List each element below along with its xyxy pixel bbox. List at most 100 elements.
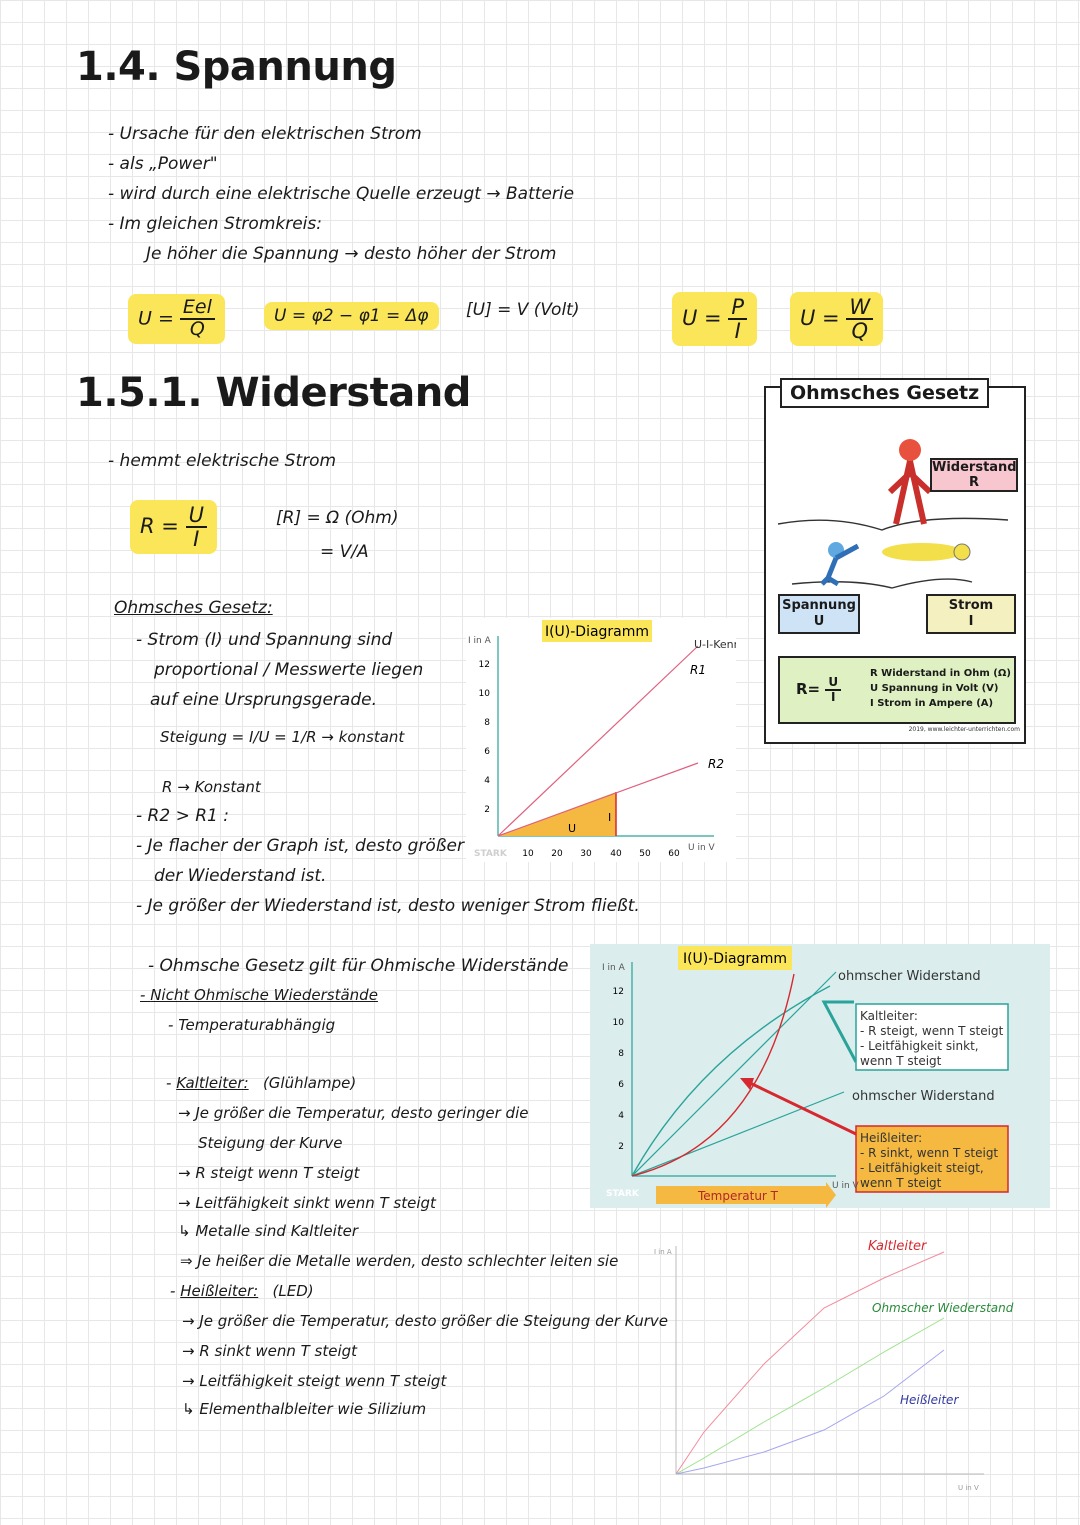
fraction-num: P bbox=[728, 296, 748, 321]
graph1-watermark: STARK bbox=[474, 849, 508, 859]
line-text: Ohmsche Gesetz gilt für Ohmische Widerst… bbox=[159, 956, 569, 976]
graph2-kalt-box bbox=[855, 1003, 1009, 1071]
graph2-kalt-text: wenn T steigt bbox=[860, 1054, 942, 1068]
graph1-ytick: 10 bbox=[479, 689, 491, 699]
graph1-xtick: 10 bbox=[522, 849, 534, 859]
fraction-den: I bbox=[831, 689, 836, 704]
ohm-heading: Ohmsches Gesetz: bbox=[114, 598, 273, 618]
graph1-r1-label: R1 bbox=[690, 663, 706, 677]
ohm-rconst: R → Konstant bbox=[162, 778, 261, 796]
unit-v-per-a: = V/A bbox=[320, 542, 369, 562]
ohm-poster-title: Ohmsches Gesetz bbox=[780, 378, 990, 408]
fraction-den: I bbox=[193, 527, 200, 552]
graph2-heiss-text: - R sinkt, wenn T steigt bbox=[860, 1146, 998, 1160]
graph2-kalt-text: Kaltleiter: bbox=[860, 1009, 918, 1023]
heiss-paren: (LED) bbox=[272, 1282, 314, 1300]
graph2-heissleiter-curve bbox=[631, 973, 795, 1177]
kalt-line3: → Leitfähigkeit sinkt wenn T steigt bbox=[178, 1194, 436, 1212]
graph2-ohm-label2: ohmscher Widerstand bbox=[852, 1089, 995, 1104]
resistor-body bbox=[887, 460, 933, 525]
bullet-text: hemmt elektrische Strom bbox=[119, 451, 337, 471]
widerstand-label: Widerstand bbox=[932, 460, 1017, 475]
graph3-x-axis-label: U in V bbox=[958, 1484, 979, 1492]
graph2-heiss-arrow bbox=[747, 1080, 857, 1136]
legend-r: R Widerstand in Ohm (Ω) bbox=[870, 668, 1011, 679]
graph2-ytick: 10 bbox=[613, 1018, 625, 1028]
kalt-line5: ⇒ Je heißer die Metalle werden, desto sc… bbox=[180, 1252, 619, 1270]
graph2-kalt-bracket bbox=[821, 1000, 858, 1063]
graph3-heiss-label: Heißleiter bbox=[900, 1393, 959, 1407]
kalt-heading: - Kaltleiter: (Glühlampe) bbox=[166, 1074, 357, 1092]
graph3-kalt-label: Kaltleiter bbox=[868, 1239, 928, 1254]
ohm-poster: Ohmsches Gesetz Widerstand R Spannung U … bbox=[764, 378, 1026, 744]
section-title-widerstand: 1.5.1. Widerstand bbox=[76, 370, 471, 416]
graph3-y-axis-label: I in A bbox=[654, 1248, 672, 1256]
formula-left: R= bbox=[796, 680, 821, 699]
ohm-line3: auf eine Ursprungsgerade. bbox=[150, 690, 377, 710]
ohm-flat2: der Wiederstand ist. bbox=[154, 866, 327, 886]
heiss-head: Heißleiter: bbox=[180, 1282, 259, 1300]
spannung-label: Spannung bbox=[782, 598, 856, 613]
graph3-sketch: I in A Kaltleiter Ohmscher Wiederstand H… bbox=[654, 1239, 1014, 1492]
graph2-heiss-arrowhead bbox=[740, 1078, 754, 1090]
line-text: Temperaturabhängig bbox=[178, 1016, 336, 1034]
heiss-line1: → Je größer die Temperatur, desto größer… bbox=[182, 1312, 668, 1330]
formula-left: R = bbox=[140, 514, 179, 539]
graph1-r2-label: R2 bbox=[708, 757, 724, 771]
voltage-body bbox=[820, 543, 860, 587]
ohm-more: - Je größer der Wiederstand ist, desto w… bbox=[136, 896, 640, 916]
graph1-u-label: U bbox=[568, 822, 576, 835]
spannung-symbol: U bbox=[813, 614, 825, 629]
graph1-i-label: I bbox=[608, 811, 611, 824]
graph3-kalt-curve bbox=[675, 1251, 945, 1475]
graph2-watermark: STARK bbox=[606, 1189, 640, 1199]
fraction-num: Eel bbox=[179, 297, 215, 320]
legend-u: U Spannung in Volt (V) bbox=[870, 683, 999, 694]
ohmsche-line3: - Temperaturabhängig bbox=[168, 1016, 336, 1034]
graph1-ytick: 8 bbox=[484, 718, 490, 728]
poster-legend: R Widerstand in Ohm (Ω) U Spannung in Vo… bbox=[870, 666, 1011, 711]
bullet-stromkreis: - Im gleichen Stromkreis: bbox=[108, 214, 322, 234]
formula-left: U = bbox=[682, 306, 722, 331]
graph1-iu-diagram: I(U)-Diagramm I in A U I U-I-Kennlinie R… bbox=[466, 618, 736, 862]
bullet-text: als „Power" bbox=[119, 154, 218, 174]
graph1-xtick: 20 bbox=[551, 849, 563, 859]
bullet-text: Ursache für den elektrischen Strom bbox=[119, 124, 422, 144]
graph1-title-bg bbox=[542, 620, 652, 642]
graph2-heiss-text: wenn T steigt bbox=[860, 1176, 942, 1190]
graph2-kalt-text: - Leitfähigkeit sinkt, bbox=[860, 1039, 979, 1053]
graph1-line-r2 bbox=[497, 762, 699, 837]
fraction-num: U bbox=[185, 504, 207, 529]
ohm-line1: - Strom (I) und Spannung sind bbox=[136, 630, 393, 650]
graph2-x-axis-label: U in V bbox=[832, 1181, 860, 1191]
graph2-ytick: 8 bbox=[618, 1049, 624, 1059]
line-text: Nicht Ohmische Wiederstände bbox=[150, 986, 378, 1004]
graph1-title: I(U)-Diagramm bbox=[545, 624, 649, 640]
ohm-line2: proportional / Messwerte liegen bbox=[154, 660, 424, 680]
graph2-iu-diagram: I(U)-Diagramm I in A 2 4 6 8 10 12 ohmsc… bbox=[590, 944, 1050, 1208]
graph2-ytick: 12 bbox=[613, 987, 624, 997]
line-text: R2 > R1 : bbox=[147, 806, 229, 826]
fraction-den: Q bbox=[851, 319, 868, 344]
graph1-ytick: 12 bbox=[479, 660, 490, 670]
poster-credit: 2019, www.leichter-unterrichten.com bbox=[908, 726, 1020, 733]
graph1-xtick: 60 bbox=[668, 849, 680, 859]
graph2-ohm-line-steep bbox=[631, 971, 837, 1177]
section-title-spannung: 1.4. Spannung bbox=[76, 44, 397, 90]
formula-potential-diff: U = φ2 − φ1 = Δφ bbox=[264, 302, 439, 330]
kalt-line2: → R steigt wenn T steigt bbox=[178, 1164, 360, 1182]
graph2-title: I(U)-Diagramm bbox=[683, 951, 787, 967]
graph3-ohm-line bbox=[675, 1317, 945, 1475]
fraction-den: I bbox=[734, 319, 741, 344]
graph2-ytick: 4 bbox=[618, 1111, 624, 1121]
graph1-line-r1 bbox=[497, 645, 699, 837]
